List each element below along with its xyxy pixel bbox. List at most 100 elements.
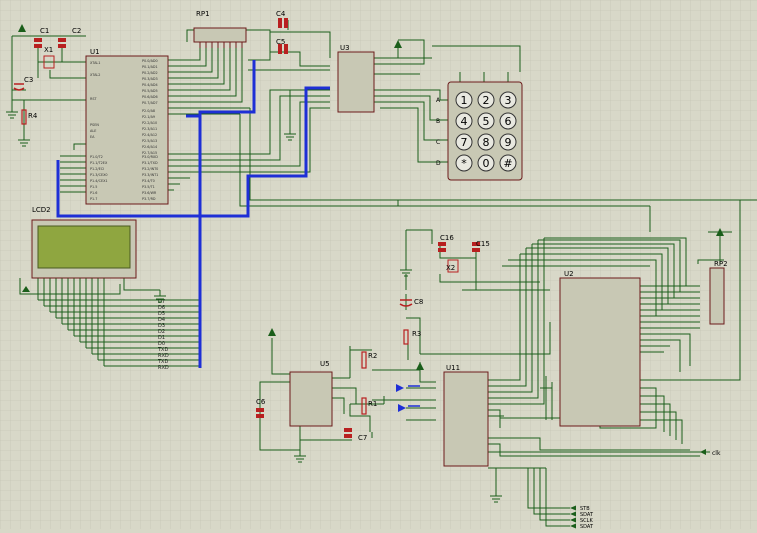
keypad-key-5[interactable]: 5 (477, 112, 495, 130)
u1-pin-label: XTAL1 (90, 61, 100, 65)
signal-arrow (570, 517, 576, 523)
c7-label: C7 (358, 434, 367, 442)
c4-label: C4 (276, 10, 286, 18)
bus-net-label: RXD (158, 353, 169, 359)
u1-pin-label: P1.1/T2EX (90, 161, 108, 165)
keypad-key-label: 9 (505, 136, 512, 149)
keypad-key-4[interactable]: 4 (455, 112, 473, 130)
u1-pin-label: PSEN (90, 123, 99, 127)
bus-net-label: TXD (157, 347, 168, 353)
rp2-resistor-pack[interactable]: RP2 (709, 260, 728, 325)
u3-label: U3 (340, 44, 350, 52)
bus-net-label: TXD (157, 359, 168, 365)
keypad-key-label: # (503, 157, 512, 170)
u1-pin-label: P0.5/AD5 (142, 89, 158, 93)
keypad-key-2[interactable]: 2 (477, 91, 495, 109)
u1-pin-label: P1.5 (90, 185, 97, 189)
crystal-circuit-u1[interactable]: C1 C2 X1 C3 R4 (13, 27, 81, 125)
u1-pin-label: P0.4/AD4 (142, 83, 158, 87)
keypad-key-3[interactable]: 3 (499, 91, 517, 109)
u11-rs232-driver[interactable]: U11 (396, 364, 489, 467)
u3-keypad-encoder[interactable]: U3 (337, 44, 375, 113)
u1-pin-label: P0.1/AD1 (142, 65, 158, 69)
keypad-key-label: 1 (461, 94, 468, 107)
u1-microcontroller[interactable]: U1 P0.0/AD0P0.1/AD1P0.2/AD2P0.3/AD3P0.4/… (85, 48, 169, 205)
u1-pin-label: RST (90, 97, 98, 101)
u1-pin-label: ALE (90, 129, 96, 133)
u1-label: U1 (90, 48, 100, 56)
bus-net-label: D1 (158, 335, 165, 341)
u1-pin-label: P3.1/TXD (142, 161, 158, 165)
u2-label: U2 (564, 270, 574, 278)
lcd2-label: LCD2 (32, 206, 51, 214)
u1-pin-label: P1.6 (90, 191, 97, 195)
u1-pin-label: EA (90, 135, 95, 139)
signal-arrow (570, 523, 576, 529)
u1-pin-label: P1.3/CEX0 (90, 173, 108, 177)
u1-pin-label: P3.5/T1 (142, 185, 155, 189)
u1-pin-label: P2.0/A8 (142, 109, 155, 113)
keypad-key-*[interactable]: * (455, 154, 473, 172)
c15-label: C15 (476, 240, 490, 248)
keypad-key-7[interactable]: 7 (455, 133, 473, 151)
bus-net-label: D6 (158, 305, 165, 311)
u1-pin-label: XTAL2 (90, 73, 100, 77)
u1-pin-label: P0.3/AD3 (142, 77, 158, 81)
keypad-row-label: B (436, 118, 440, 125)
bus-net-label: D2 (158, 329, 165, 335)
keypad-row-label: A (436, 97, 441, 104)
bus-net-label: D4 (158, 317, 165, 323)
clk-signal[interactable]: clk (700, 449, 721, 457)
signal-arrow (570, 511, 576, 517)
keypad-key-label: 7 (461, 136, 468, 149)
signal-label: SDAT (580, 512, 594, 518)
u1-pin-label: P2.3/A11 (142, 127, 157, 131)
keypad-key-6[interactable]: 6 (499, 112, 517, 130)
r3-label: R3 (412, 330, 421, 338)
u2-microcontroller[interactable]: U2 (559, 270, 641, 427)
u5-timer[interactable]: U5 R2 R1 C6 C7 (256, 351, 377, 442)
keypad-key-label: 2 (483, 94, 490, 107)
keypad-key-label: 8 (483, 136, 490, 149)
signal-label: SCLK (580, 518, 593, 524)
rp1-label: RP1 (196, 10, 210, 18)
keypad-row-label: D (436, 160, 441, 167)
keypad-key-label: 0 (483, 157, 490, 170)
u1-pin-label: P2.6/A14 (142, 145, 157, 149)
c3-label: C3 (24, 76, 33, 84)
keypad-key-8[interactable]: 8 (477, 133, 495, 151)
keypad-key-label: * (461, 157, 467, 170)
c4-c5-capacitors[interactable]: C4 C5 (276, 10, 288, 54)
r4-label: R4 (28, 112, 38, 120)
u1-pin-label: P0.0/AD0 (142, 59, 158, 63)
u1-pin-label: P1.4/CEX1 (90, 179, 108, 183)
u1-pin-label: P3.4/T0 (142, 179, 155, 183)
u1-pin-label: P3.2/INT0 (142, 167, 158, 171)
keypad-key-9[interactable]: 9 (499, 133, 517, 151)
keypad-row-label: C (436, 139, 440, 146)
wires (11, 20, 757, 527)
x1-label: X1 (44, 46, 53, 54)
u1-pin-label: P1.7 (90, 197, 97, 201)
r2-label: R2 (368, 352, 377, 360)
keypad-key-1[interactable]: 1 (455, 91, 473, 109)
u1-pin-label: P1.2/ECI (90, 167, 104, 171)
crystal-circuit-u2[interactable]: C16 C15 X2 C8 R3 (399, 234, 490, 345)
signal-label: SDAT (580, 524, 594, 529)
c8-label: C8 (414, 298, 423, 306)
rp1-resistor-pack[interactable]: RP1 (193, 10, 247, 48)
u1-pin-label: P2.7/A15 (142, 151, 157, 155)
keypad-key-label: 4 (461, 115, 468, 128)
c5-label: C5 (276, 38, 285, 46)
keypad-key-0[interactable]: 0 (477, 154, 495, 172)
x2-label: X2 (446, 264, 455, 272)
u1-pin-label: P1.0/T2 (90, 155, 103, 159)
u1-pin-label: P3.3/INT1 (142, 173, 158, 177)
bus-net-label: D3 (158, 323, 165, 329)
keypad-key-#[interactable]: # (499, 154, 517, 172)
